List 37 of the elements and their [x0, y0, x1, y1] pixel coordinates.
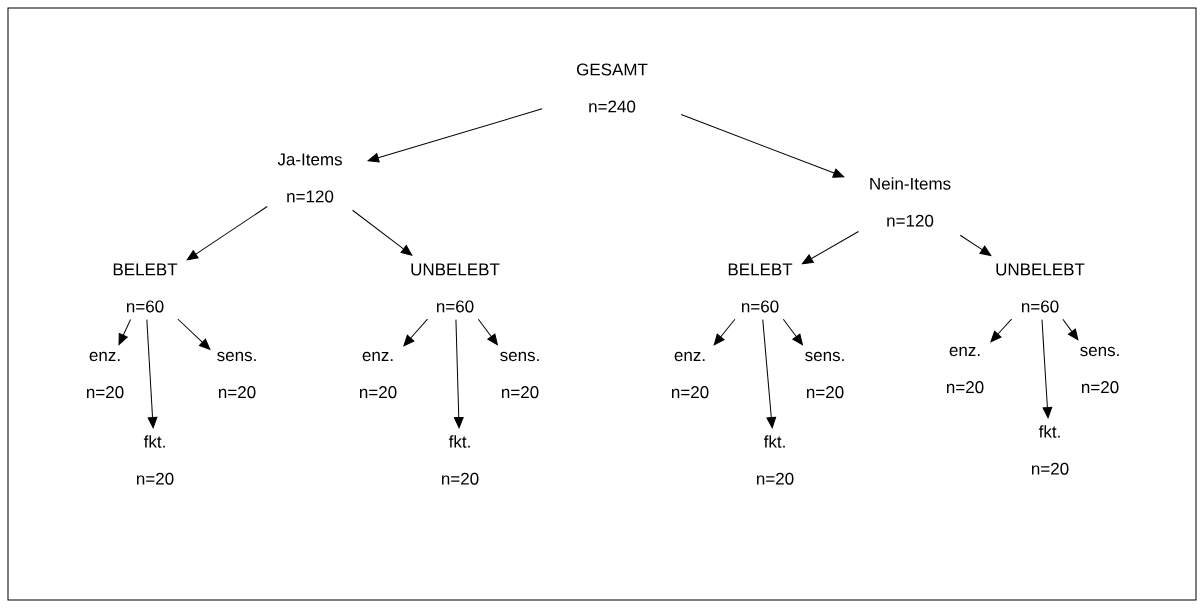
node-label: enz. n=20 [672, 351, 709, 399]
arrow [177, 318, 211, 350]
node-label: Nein-Items n=120 [870, 177, 951, 227]
arrow [146, 319, 158, 429]
arrow [1062, 318, 1079, 341]
node-label: BELEBT n=60 [113, 263, 178, 313]
node-label: fkt. n=20 [757, 435, 794, 485]
arrow [990, 318, 1013, 343]
node-label: Ja-Items n=120 [277, 153, 342, 203]
node-label: fkt. n=20 [137, 435, 174, 485]
arrow [680, 113, 845, 178]
node-label: enz. n=20 [87, 351, 124, 399]
node-label: UNBELEBT n=60 [996, 263, 1085, 313]
node-label: sens. n=20 [1080, 346, 1119, 394]
arrow [403, 318, 428, 347]
arrow [453, 319, 464, 429]
arrow [713, 318, 736, 346]
arrow [367, 108, 543, 163]
node-label: UNBELEBT n=60 [411, 263, 500, 313]
node-label: enz. n=20 [360, 351, 397, 399]
arrow [959, 234, 992, 256]
node-label: sens. n=20 [805, 351, 844, 399]
arrow [477, 318, 498, 346]
node-label: enz. n=20 [947, 346, 984, 394]
node-label: GESAMT n=240 [577, 63, 648, 113]
arrow [118, 318, 132, 346]
arrow [186, 206, 268, 261]
node-label: sens. n=20 [217, 351, 256, 399]
node-label: sens. n=20 [500, 351, 539, 399]
arrow [801, 231, 859, 265]
node-label: fkt. n=20 [1032, 425, 1069, 475]
arrow [352, 209, 413, 256]
node-label: BELEBT n=60 [728, 263, 793, 313]
arrow [782, 318, 803, 346]
arrow [762, 319, 777, 429]
arrow [1041, 319, 1053, 419]
node-label: fkt. n=20 [442, 435, 479, 485]
